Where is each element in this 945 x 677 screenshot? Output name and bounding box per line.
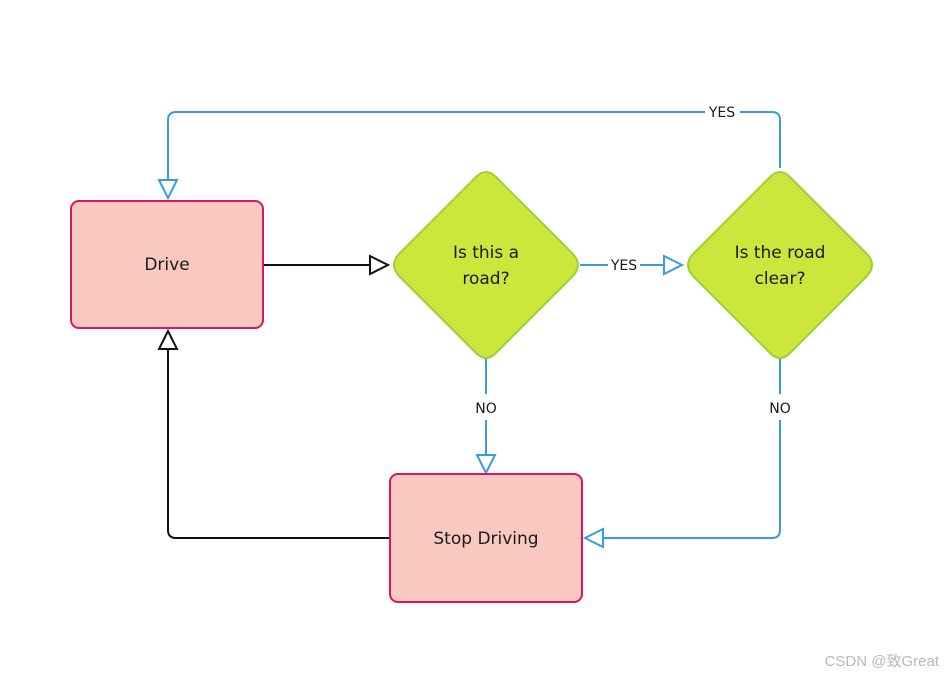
arrowhead-icon <box>157 328 179 350</box>
edge-stop-to-drive <box>157 328 390 539</box>
edge-clear-no: NO <box>582 359 791 549</box>
arrowhead-icon <box>369 254 391 276</box>
edge-road-no: NO <box>475 359 497 476</box>
edge-label-road-yes: YES <box>610 258 637 274</box>
arrowhead-icon <box>663 254 685 276</box>
node-is-this-a-road[interactable]: Is this a road? <box>393 171 579 359</box>
node-is-the-road-clear[interactable]: Is the road clear? <box>687 171 873 359</box>
node-stop-label: Stop Driving <box>433 529 538 549</box>
node-stop-driving[interactable]: Stop Driving <box>389 473 583 603</box>
edge-clear-yes: YES <box>157 105 781 201</box>
edge-label-road-no: NO <box>475 401 497 417</box>
node-drive-label: Drive <box>144 255 189 275</box>
node-is-road-label-2: road? <box>462 269 509 289</box>
node-drive[interactable]: Drive <box>70 200 264 329</box>
node-is-road-label-1: Is this a <box>453 243 519 263</box>
edge-road-yes: YES <box>580 254 685 276</box>
edge-drive-to-is-road <box>263 254 391 276</box>
edge-label-clear-yes: YES <box>708 105 735 121</box>
edge-label-clear-no: NO <box>769 401 791 417</box>
node-road-clear-label-1: Is the road <box>735 243 826 263</box>
arrowhead-icon <box>475 454 497 476</box>
arrowhead-icon <box>157 179 179 201</box>
node-road-clear-label-2: clear? <box>755 269 806 289</box>
watermark: CSDN @致Great <box>824 653 939 670</box>
arrowhead-icon <box>582 527 604 549</box>
